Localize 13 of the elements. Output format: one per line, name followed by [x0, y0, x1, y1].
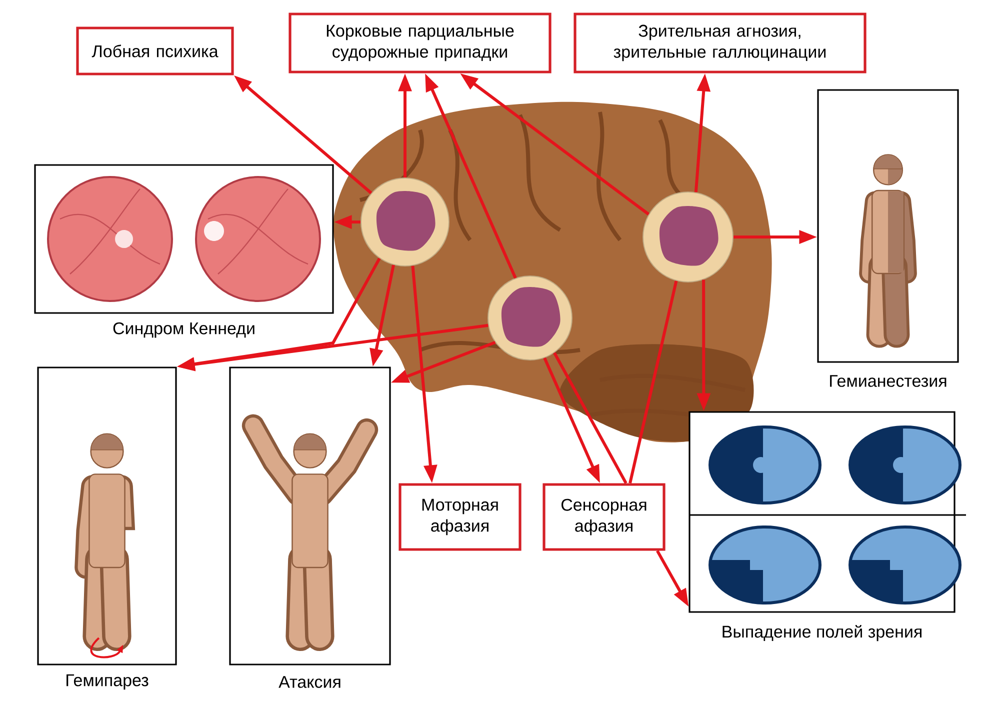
text-box: Лобная психика	[76, 26, 234, 76]
node-label: Синдром Кеннеди	[113, 322, 254, 338]
tumor-circle	[360, 178, 450, 266]
tumor-circle	[642, 192, 734, 282]
node-label: Атаксия	[278, 676, 340, 688]
node-label: Гемианестезия	[830, 375, 946, 387]
text-box: Сенсорная афазия	[542, 483, 666, 551]
text-box: Моторная афазия	[398, 483, 522, 551]
tumor-circle	[488, 276, 572, 360]
text-box: Корковые парциальные судорожные припадки	[288, 12, 552, 74]
node-label: Выпадение полей зрения	[722, 624, 922, 642]
text-box: Зрительная агнозия, зрительные галлюцинации	[574, 12, 866, 74]
node-label: Гемипарез	[66, 674, 148, 690]
